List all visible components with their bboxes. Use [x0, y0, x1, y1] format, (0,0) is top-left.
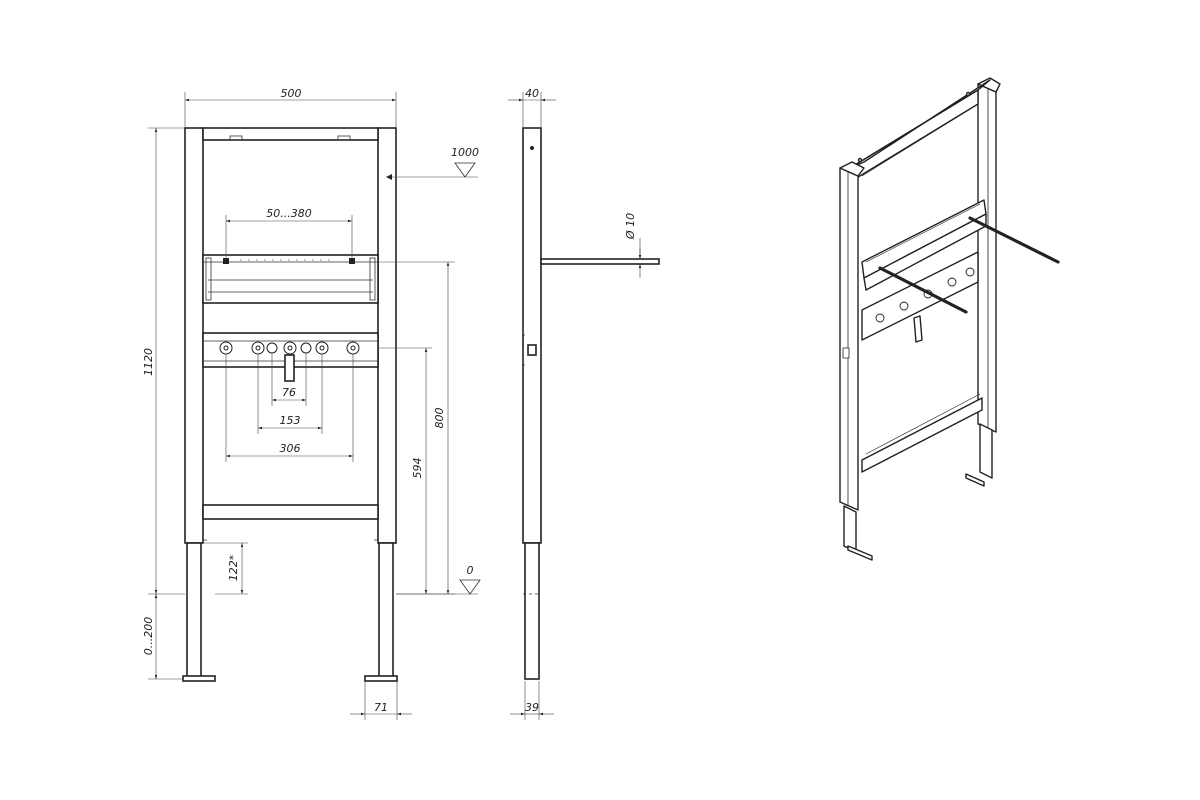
rail-slot-left: [223, 258, 229, 264]
label-153: 153: [280, 414, 301, 427]
label-0-200: 0...200: [142, 617, 155, 655]
label-1000: 1000: [451, 146, 479, 159]
level-1000: 1000: [386, 146, 479, 180]
iso-rod-lower: [878, 266, 968, 314]
iso-right-post: [977, 83, 997, 433]
top-clip-left: [229, 135, 243, 141]
fitting-plate: [202, 332, 379, 382]
label-50-380: 50...380: [266, 207, 311, 220]
side-leg: [524, 542, 540, 680]
dim-40: 40: [508, 87, 556, 128]
label-71: 71: [374, 701, 388, 714]
dim-122: 122*: [203, 542, 248, 595]
iso-fitting-plate: [861, 251, 979, 341]
dim-rod-diameter: Ø 10: [624, 213, 642, 278]
dim-153: 153: [257, 354, 323, 434]
left-leg: [186, 542, 202, 680]
level-0: 0: [396, 564, 481, 595]
right-leg: [378, 542, 394, 680]
level-triangle-1000: [454, 162, 476, 178]
iso-top-beam: [849, 89, 979, 183]
label-39: 39: [525, 701, 539, 714]
label-306: 306: [280, 442, 301, 455]
side-bracket: [527, 344, 537, 356]
label-500: 500: [281, 87, 302, 100]
front-view: 500 1120 0...200 122* 50...380: [142, 87, 481, 720]
iso-left-post: [839, 167, 859, 511]
right-foot: [364, 675, 398, 682]
rail-slot-right: [349, 258, 355, 264]
dim-height-1120: 1120: [142, 127, 185, 595]
level-triangle-0: [459, 579, 481, 595]
right-post: [377, 127, 397, 544]
center-bracket: [284, 354, 295, 382]
left-foot: [182, 675, 216, 682]
label-76: 76: [282, 386, 296, 399]
isometric-view: [839, 77, 1060, 561]
top-clip-right: [337, 135, 351, 141]
bottom-crossbar: [202, 504, 379, 520]
side-rod: [540, 258, 660, 265]
dim-306: 306: [225, 354, 354, 462]
dim-76: 76: [271, 353, 307, 406]
iso-bottom-rail: [861, 397, 983, 473]
left-post: [184, 127, 204, 544]
label-0: 0: [467, 564, 474, 577]
dim-rail-span: 50...380: [225, 207, 353, 258]
label-800: 800: [433, 408, 446, 429]
dim-leg-adjust: 0...200: [142, 594, 183, 680]
dim-39: 39: [510, 681, 554, 720]
side-view: 40 39 Ø 10: [508, 87, 660, 720]
label-594: 594: [411, 458, 424, 479]
iso-rod-upper: [968, 216, 1060, 264]
label-40: 40: [525, 87, 539, 100]
side-hole: [530, 146, 534, 150]
label-1120: 1120: [142, 348, 155, 376]
side-post: [522, 127, 542, 544]
dim-71: 71: [350, 681, 412, 720]
dim-594: 594: [378, 347, 432, 594]
top-crossbar: [202, 127, 379, 141]
dim-width-500: 500: [184, 87, 397, 128]
label-122: 122*: [227, 554, 240, 581]
label-rod-diameter: Ø 10: [624, 213, 637, 240]
upper-rail-bracket: [202, 254, 379, 304]
